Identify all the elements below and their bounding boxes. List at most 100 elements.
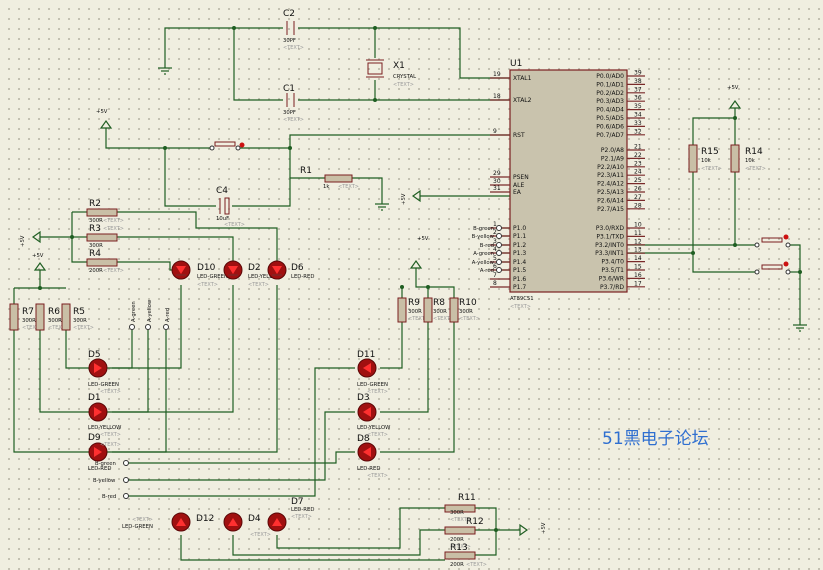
vcc-arrow-ea: +5V [401,189,421,205]
u1-pin-name: P2.4/A12 [597,181,624,188]
u1-pin-name: XTAL2 [513,97,532,104]
u1-pin-number: 1 [493,221,497,228]
pushbutton-int1[interactable] [754,261,791,275]
u1-pin-number: 13 [634,247,642,254]
svg-text:R5: R5 [73,307,85,317]
svg-text:B-red: B-red [102,494,116,500]
u1-pin-number: 26 [634,186,642,193]
led-d12[interactable]: D12 LED-GREEN <TEXT> [122,512,214,532]
u1-pin-13: 13 P3.3/INT1 [595,247,645,257]
svg-text:<TEXT>: <TEXT> [433,316,454,322]
u1-pin-name: XTAL1 [513,75,532,82]
resistor-r5[interactable]: R5 300R <TEXT> [61,303,94,331]
svg-text:<TEXT>: <TEXT> [283,117,304,123]
svg-text:D1: D1 [88,393,101,403]
led-d6[interactable]: D6 LED-RED [267,260,314,280]
resistor-r12[interactable]: R12 200R <TEXT> [444,517,484,550]
u1-pin-name: P3.3/INT1 [595,250,624,257]
u1-pin-number: 11 [634,230,642,237]
u1-pin-name: P0.5/AD5 [596,115,624,122]
resistor-r15[interactable]: R15 10k <TEXT> [688,144,722,173]
u1-pin-name: ALE [513,182,524,189]
resistor-r8[interactable]: R8 300R <TEXT> [423,297,454,323]
u1-pin-name: P1.2 [513,242,526,249]
svg-text:C1: C1 [283,84,295,94]
svg-text:<TEXT>: <TEXT> [283,45,304,51]
u1-pin-name: P3.5/T1 [601,267,624,274]
svg-text:AT89C51: AT89C51 [510,296,534,302]
led-d11[interactable]: D11 LED-GREEN <TEXT> [357,350,388,395]
u1-pin-number: 24 [634,169,642,176]
resistor-r1[interactable]: R1 1k <TEXT> [300,166,359,190]
crystal-x1[interactable]: X1 CRYSTAL <TEXT> [366,59,416,88]
svg-text:C2: C2 [283,9,295,19]
resistor-r4[interactable]: R4 200R <TEXT> [86,249,124,274]
reset-pushbutton[interactable] [209,141,245,151]
u1-pin-name: P1.4 [513,259,526,266]
u1-pin-name: P0.4/AD4 [596,107,624,114]
led-d3[interactable]: D3 LED-YELLOW <TEXT> [357,393,391,438]
capacitor-c2[interactable]: C2 30PF <TEXT> [283,9,304,51]
a-net-labels: A-green A-yellow A-red [129,299,171,330]
resistor-r10[interactable]: R10 300R <TEXT> [449,297,480,323]
led-d1[interactable]: D1 LED-YELLOW <TEXT> [88,393,122,438]
u1-pin-number: 5 [493,255,497,262]
svg-text:B-green: B-green [95,461,116,467]
svg-text:R9: R9 [408,298,420,308]
svg-text:R6: R6 [48,307,60,317]
led-d7[interactable]: D7 LED-RED <TEXT> [267,497,314,532]
svg-text:B-red: B-red [480,243,494,249]
u1-pin-number: 27 [634,194,642,201]
u1-pin-number: 16 [634,272,642,279]
led-d4[interactable]: D4 <TEXT> [223,512,271,538]
resistor-r9[interactable]: R9 300R <TEXT> [397,297,429,323]
led-d8[interactable]: D8 LED-RED <TEXT> [357,434,388,479]
svg-text:300R: 300R [22,318,36,324]
vcc-arrow-right-group: +5V [409,236,429,269]
u1-pin-name: P2.3/A11 [597,172,624,179]
svg-text:<TEXT>: <TEXT> [408,316,429,322]
led-d2[interactable]: D2 LED-YELLOW <TEXT> [223,260,282,288]
svg-text:<TEXT>: <TEXT> [459,316,480,322]
svg-text:<TEXT>: <TEXT> [250,532,271,538]
led-d10[interactable]: D10 LED-GREEN <TEXT> [171,260,228,288]
svg-text:LED-RED: LED-RED [291,507,314,513]
svg-text:+5V: +5V [96,109,108,115]
resistor-r11[interactable]: R11 300R <TEXT> [444,493,476,523]
pushbutton-int0[interactable] [754,234,791,248]
capacitor-c4[interactable]: C4 10uF <TEXT> [216,186,245,228]
resistor-r7[interactable]: R7 300R <TEXT> [9,303,43,331]
u1-pin-name: P1.1 [513,233,526,240]
led-d9[interactable]: D9 LED-RED <TEXT> [88,433,121,472]
u1-pin-number: 36 [634,95,642,102]
vcc-arrow-left-col: +5V [32,253,47,271]
u1-pin-name: P2.2/A10 [597,164,624,171]
svg-text:1k: 1k [323,184,330,190]
resistor-r3[interactable]: R3 300R <TEXT> [86,224,124,249]
resistor-r2[interactable]: R2 300R <TEXT> [86,199,124,224]
resistor-r6[interactable]: R6 300R <TEXT> [35,303,69,331]
svg-text:A-green: A-green [131,301,137,322]
svg-text:D11: D11 [357,350,375,360]
u1-pin-number: 14 [634,255,642,262]
svg-text:<TEXT>: <TEXT> [103,226,124,232]
mcu-u1[interactable]: U1 AT89C51 <TEXT> 19XTAL118XTAL29RST29PS… [490,59,645,310]
svg-text:200R: 200R [450,562,464,568]
led-d5[interactable]: D5 LED-GREEN <TEXT> [88,350,121,395]
resistor-r14[interactable]: R14 10k <TEXT> [730,144,766,173]
u1-pin-name: P2.0/A8 [601,147,624,154]
capacitor-c1[interactable]: C1 30PF <TEXT> [283,84,304,123]
svg-text:<TEXT>: <TEXT> [100,442,121,448]
resistor-r13[interactable]: R13 200R <TEXT> [444,543,487,568]
svg-text:LED-RED: LED-RED [291,274,314,280]
svg-text:X1: X1 [393,61,405,71]
